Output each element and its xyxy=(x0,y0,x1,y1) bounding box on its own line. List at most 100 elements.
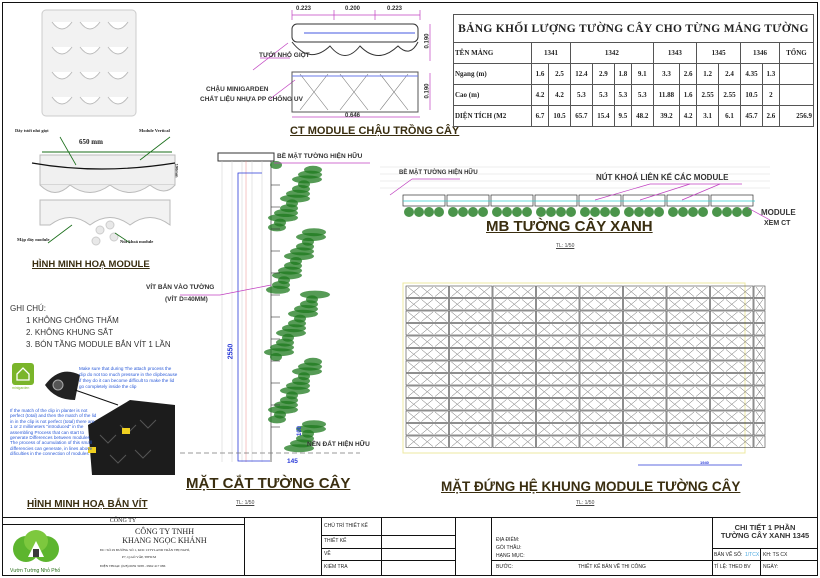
frame-module xyxy=(579,373,623,386)
frame-cross xyxy=(494,399,507,410)
package-label: GÓI THẦU: xyxy=(496,545,522,551)
frame-cross xyxy=(451,424,464,435)
frame-cross xyxy=(464,361,477,372)
frame-module xyxy=(536,373,580,386)
frame-cross xyxy=(625,349,638,360)
frame-cross xyxy=(421,286,434,297)
frame-cross xyxy=(712,311,725,322)
frame-cross xyxy=(595,286,608,297)
frame-module xyxy=(753,435,766,448)
table-cell: 4.2 xyxy=(679,105,698,127)
frame-module xyxy=(405,335,449,348)
plan-plant xyxy=(610,207,620,217)
frame-cross xyxy=(478,374,491,385)
frame-cross xyxy=(451,336,464,347)
frame-module xyxy=(623,423,667,436)
frame-cross xyxy=(451,286,464,297)
label-module-vertical: Module Vertical xyxy=(139,128,170,133)
frame-cross xyxy=(494,324,507,335)
frame-cross xyxy=(625,311,638,322)
frame-module xyxy=(536,323,580,336)
frame-cross xyxy=(682,349,695,360)
frame-cross xyxy=(421,349,434,360)
frame-cross xyxy=(682,311,695,322)
frame-cross xyxy=(625,411,638,422)
table-cell: 39.2 xyxy=(652,105,681,127)
frame-module xyxy=(753,410,766,423)
frame-module xyxy=(492,323,536,336)
plant-foliage xyxy=(268,415,286,424)
frame-module xyxy=(623,335,667,348)
frame-cross xyxy=(407,311,420,322)
frame-module xyxy=(492,435,536,448)
frame-cross xyxy=(464,336,477,347)
frame-cross xyxy=(434,361,447,372)
frame-module xyxy=(536,348,580,361)
module-pocket xyxy=(51,21,73,30)
frame-cross xyxy=(551,349,564,360)
quantity-table: BẢNG KHỐI LƯỢNG TƯỜNG CÂY CHO TỪNG MẢNG … xyxy=(452,14,815,127)
label-drip: TƯỚI NHỎ GIỌT xyxy=(259,52,310,59)
table-group-header: 1343 xyxy=(652,42,698,64)
plan-plant xyxy=(712,207,722,217)
frame-module xyxy=(710,423,754,436)
frame-cross xyxy=(565,386,578,397)
frame-cross xyxy=(538,386,551,397)
frame-module xyxy=(623,323,667,336)
table-cell: 11.88 xyxy=(652,84,681,106)
frame-module xyxy=(579,310,623,323)
note-1: 1 KHÔNG CHỐNG THẤM xyxy=(26,316,119,325)
frame-cross xyxy=(668,424,681,435)
frame-module xyxy=(536,335,580,348)
frame-cross xyxy=(595,386,608,397)
table-row-label: Ngang (m) xyxy=(452,63,533,85)
frame-cross xyxy=(739,299,752,310)
frame-cross xyxy=(739,361,752,372)
frame-cross xyxy=(755,349,764,360)
frame-cross xyxy=(682,324,695,335)
dim-650: 650 mm xyxy=(79,138,103,146)
plan-module xyxy=(446,194,490,207)
frame-module xyxy=(666,335,710,348)
frame-cross xyxy=(421,386,434,397)
label-pot: CHẬU MINIGARDEN xyxy=(206,86,269,93)
frame-module xyxy=(449,410,493,423)
plan-label-wall: BỀ MẶT TƯỜNG HIỆN HỮU xyxy=(399,170,478,176)
frame-cross xyxy=(595,311,608,322)
frame-cross xyxy=(668,411,681,422)
frame-cross xyxy=(695,424,708,435)
frame-module xyxy=(623,285,667,298)
company-name-line2: KHANG NGỌC KHÁNH xyxy=(122,536,207,545)
frame-cross xyxy=(608,336,621,347)
frame-module xyxy=(405,373,449,386)
frame-cross xyxy=(451,386,464,397)
frame-cross xyxy=(682,386,695,397)
frame-cross xyxy=(478,336,491,347)
frame-module xyxy=(492,348,536,361)
frame-cross xyxy=(451,411,464,422)
frame-cross xyxy=(451,349,464,360)
frame-cross xyxy=(712,424,725,435)
frame-cross xyxy=(434,411,447,422)
frame-module xyxy=(710,373,754,386)
frame-cross xyxy=(521,349,534,360)
frame-module xyxy=(449,385,493,398)
plant-foliage xyxy=(288,309,318,318)
company-logo xyxy=(13,530,59,562)
frame-cross xyxy=(494,299,507,310)
frame-cross xyxy=(652,311,665,322)
plan-plant xyxy=(536,207,546,217)
frame-cross xyxy=(565,299,578,310)
frame-module xyxy=(666,385,710,398)
dim-side: 190mm xyxy=(174,163,180,178)
label-floor: NỀN ĐẤT HIỆN HỮU xyxy=(307,441,370,448)
frame-cross xyxy=(608,436,621,447)
screw-note-1: Make sure that during The attach process… xyxy=(79,366,178,389)
frame-module xyxy=(449,373,493,386)
table-group-header: 1342 xyxy=(569,42,654,64)
frame-module xyxy=(449,298,493,311)
frame-cross xyxy=(434,286,447,297)
frame-cross xyxy=(521,361,534,372)
frame-module xyxy=(623,373,667,386)
